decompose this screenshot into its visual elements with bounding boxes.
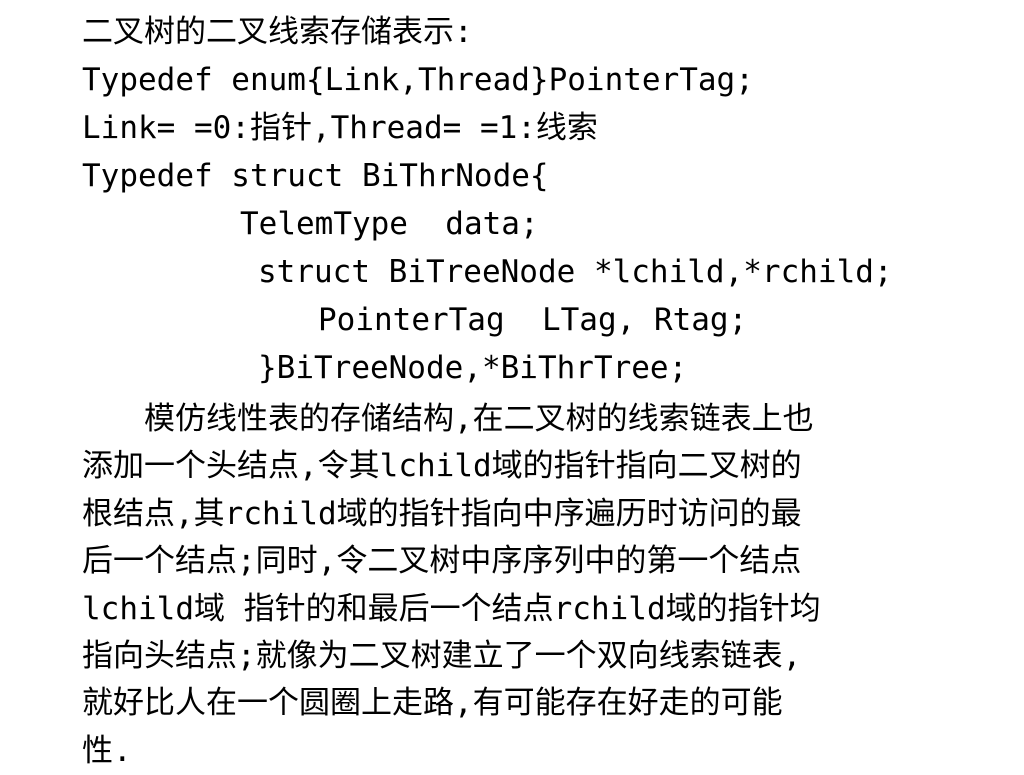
code-line-link-thread-values: Link= =0:指针,Thread= =1:线索 (82, 110, 598, 146)
code-line-child-pointers: struct BiTreeNode *lchild,*rchild; (258, 254, 893, 290)
paragraph-line: 性. (82, 732, 132, 769)
code-line-data-field: TelemType data; (240, 206, 539, 242)
paragraph-line: 指向头结点;就像为二叉树建立了一个双向线索链表, (82, 637, 802, 674)
slide-title: 二叉树的二叉线索存储表示: (82, 14, 473, 50)
paragraph-line: 后一个结点;同时,令二叉树中序序列中的第一个结点 (82, 543, 802, 580)
code-line-typedef-enum: Typedef enum{Link,Thread}PointerTag; (82, 62, 754, 98)
paragraph-line: lchild域 指针的和最后一个结点rchild域的指针均 (82, 590, 821, 627)
code-line-struct-close: }BiTreeNode,*BiThrTree; (258, 350, 688, 386)
paragraph-line: 根结点,其rchild域的指针指向中序遍历时访问的最 (82, 495, 802, 532)
paragraph-line: 添加一个头结点,令其lchild域的指针指向二叉树的 (82, 448, 802, 485)
paragraph-line: 模仿线性表的存储结构,在二叉树的线索链表上也 (144, 401, 814, 437)
code-line-typedef-struct: Typedef struct BiThrNode{ (82, 158, 549, 194)
paragraph-line: 就好比人在一个圆圈上走路,有可能存在好走的可能 (82, 685, 783, 722)
explanation-paragraph: 模仿线性表的存储结构,在二叉树的线索链表上也 添加一个头结点,令其lchild域… (82, 396, 1002, 775)
code-line-tag-fields: PointerTag LTag, Rtag; (318, 302, 748, 338)
